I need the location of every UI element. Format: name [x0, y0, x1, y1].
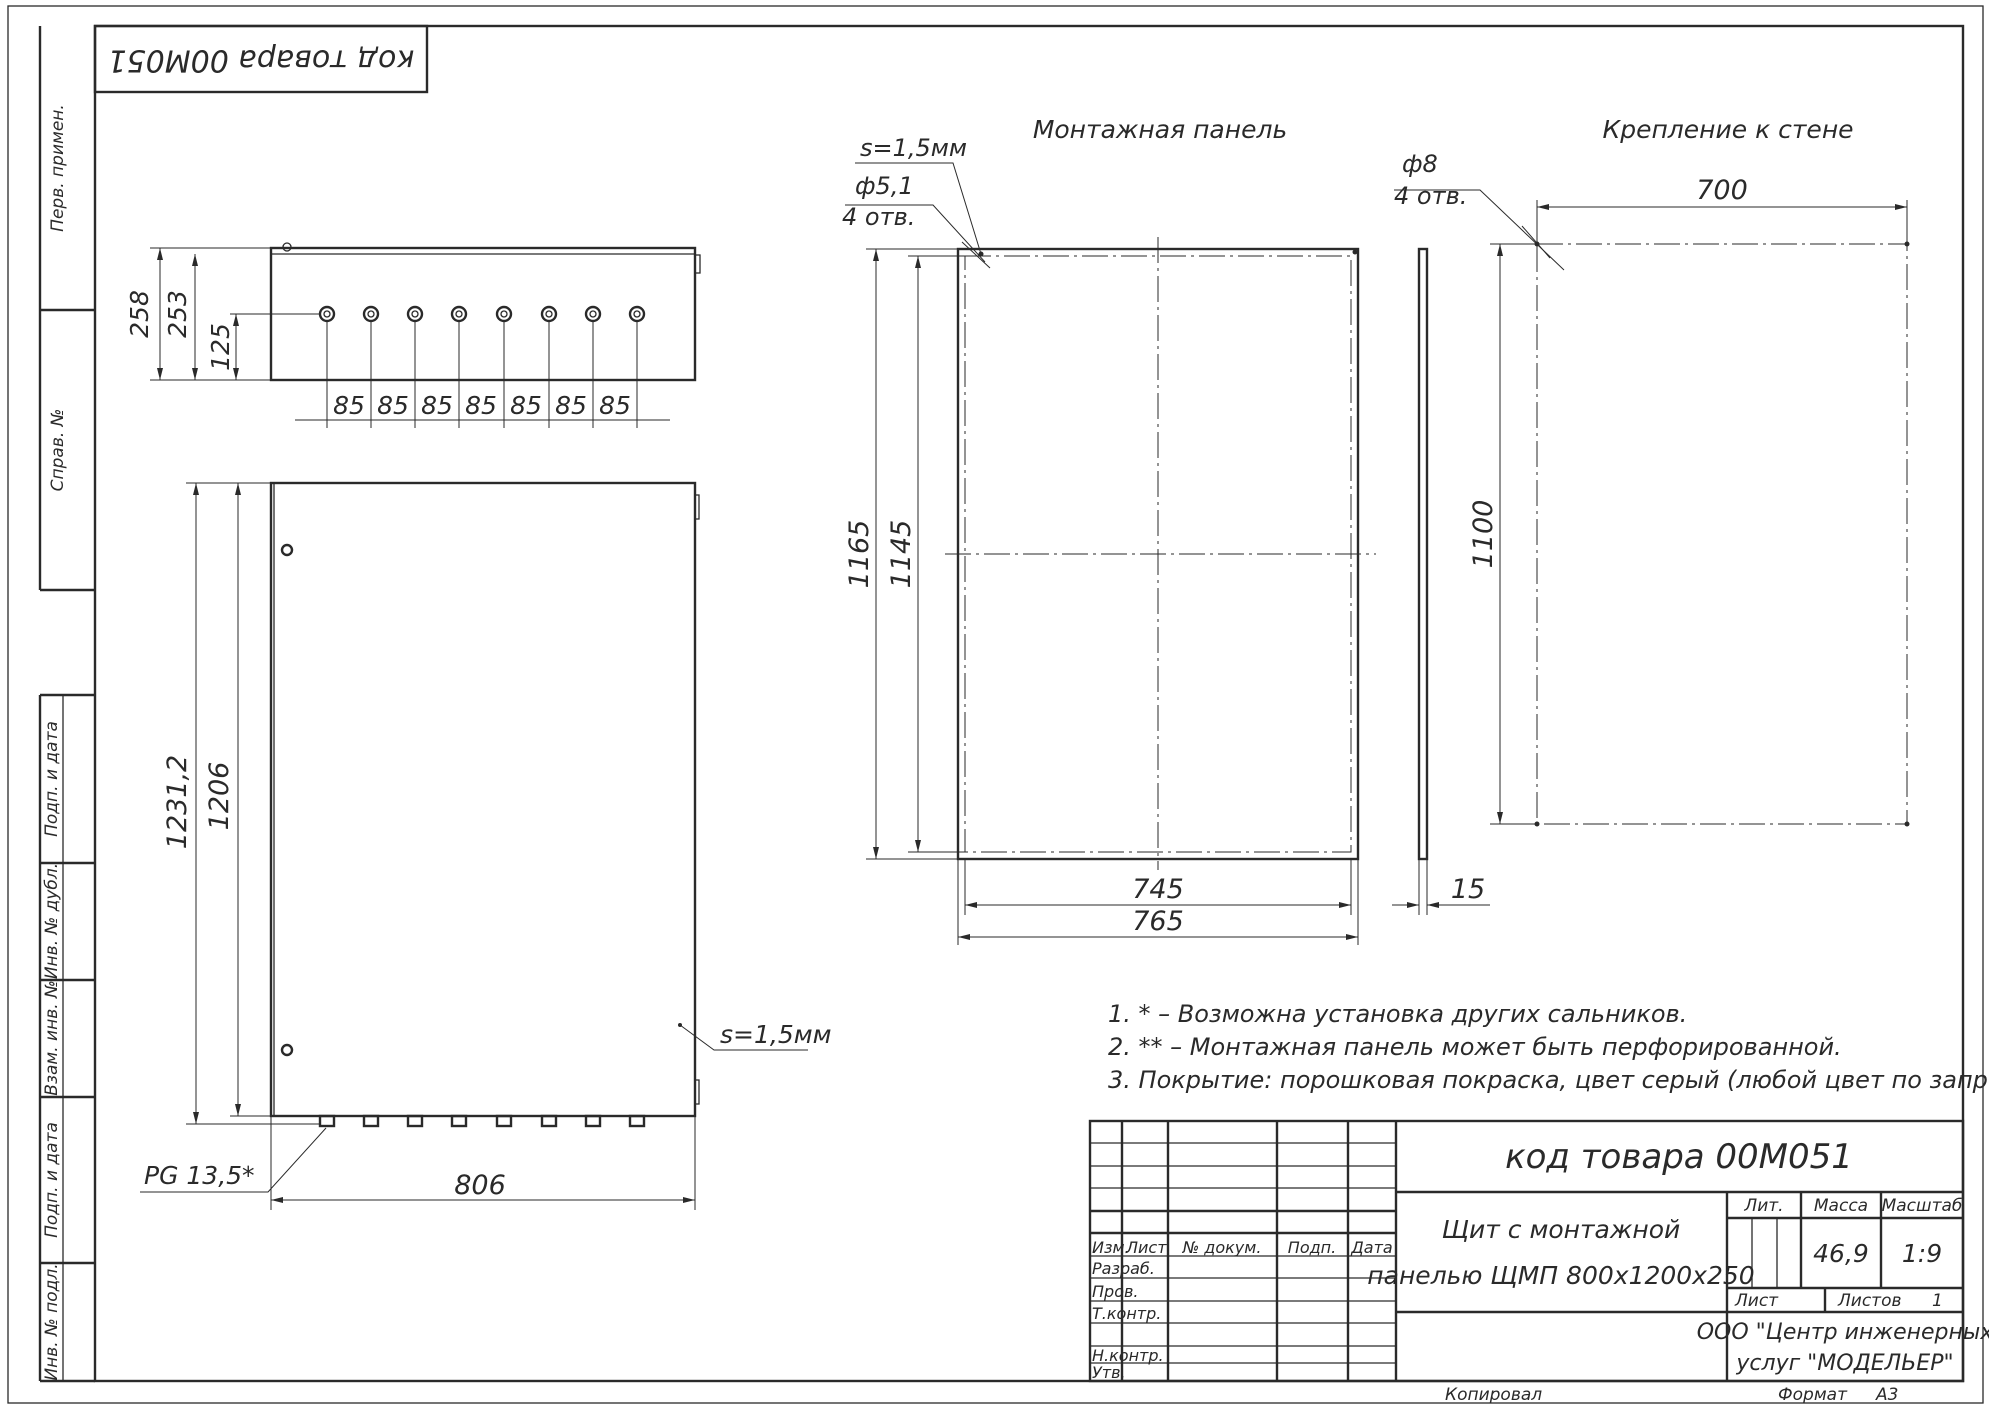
dim-765: 765: [1132, 906, 1184, 937]
dim-125: 125: [206, 323, 235, 371]
mass-label: Масса: [1814, 1196, 1868, 1216]
scale-label: Масштаб: [1882, 1196, 1963, 1216]
sheet-label: Лист: [1734, 1291, 1779, 1311]
wall-mount-outline: [1536, 243, 1908, 825]
dim-253: 253: [163, 290, 192, 338]
row-utv: Утв.: [1092, 1363, 1126, 1382]
side-label-podp-data-2: Подп. и дата: [42, 1122, 62, 1238]
side-label-sprav-no: Справ. №: [48, 409, 68, 492]
note-2: 2. ** – Монтажная панель может быть перф…: [1108, 1033, 1842, 1061]
dim-15: 15: [1451, 874, 1485, 905]
footer-format-value: А3: [1875, 1385, 1898, 1405]
note-1: 1. * – Возможна установка других сальник…: [1108, 1000, 1687, 1028]
panel-thickness-label: s=1,5мм: [860, 134, 967, 162]
dim-1145: 1145: [886, 520, 917, 589]
side-label-podp-data-1: Подп. и дата: [42, 721, 62, 837]
scale-value: 1:9: [1902, 1239, 1942, 1268]
panel-hole-count: 4 отв.: [842, 203, 915, 231]
mount-panel-view: Монтажная панель s=1,5мм ф5,1 4 отв. 116…: [842, 115, 1490, 945]
title-code: код товара 00М051: [1505, 1137, 1853, 1177]
sheets-value: 1: [1932, 1291, 1943, 1311]
dim-700: 700: [1696, 175, 1748, 206]
pitch-dim-4: 85: [465, 391, 497, 420]
side-label-inv-podl: Инв. № подл.: [42, 1263, 62, 1380]
dim-1165: 1165: [844, 520, 875, 589]
lit-label: Лит.: [1743, 1196, 1783, 1216]
top-view: 258 253 125 85 85 85 85 85 85 85: [125, 242, 701, 428]
sheets-label: Листов: [1837, 1291, 1902, 1311]
panel-hole-dia: ф5,1: [855, 172, 914, 200]
wall-mount-title: Крепление к стене: [1602, 115, 1853, 144]
header-code-box: [93, 24, 429, 94]
front-view-body: [269, 481, 697, 1118]
pg-label: PG 13,5*: [144, 1161, 255, 1190]
top-view-glands: [318, 305, 646, 323]
dim-1231: 1231,2: [162, 755, 193, 849]
title-name-line1: Щит с монтажной: [1442, 1215, 1681, 1244]
dim-745: 745: [1132, 874, 1184, 905]
front-view-glands: [318, 1114, 646, 1128]
front-view: 1231,2 1206 806 PG 13,5* s=1,5мм: [140, 481, 831, 1210]
header-code: код товара 00М051: [108, 43, 415, 78]
side-strip: Перв. примен. Справ. № Подп. и дата Инв.…: [38, 26, 95, 1383]
mount-panel-edge: [1417, 247, 1429, 861]
pitch-dim-3: 85: [421, 391, 453, 420]
pitch-dim-1: 85: [333, 391, 365, 420]
note-3: 3. Покрытие: порошковая покраска, цвет с…: [1108, 1066, 1989, 1094]
side-label-inv-dubl: Инв. № дубл.: [42, 863, 62, 979]
title-name-line2: панелью ЩМП 800х1200х250: [1367, 1261, 1754, 1290]
dim-258: 258: [125, 290, 154, 338]
org-line2: услуг "МОДЕЛЬЕР": [1735, 1351, 1953, 1376]
wall-hole-count: 4 отв.: [1394, 182, 1467, 210]
title-block: код товара 00М051 Щит с монтажной панель…: [1088, 1119, 1989, 1383]
row-nkontr: Н.контр.: [1092, 1346, 1164, 1365]
notes: 1. * – Возможна установка других сальник…: [1108, 1000, 1989, 1094]
dim-1100: 1100: [1468, 500, 1499, 569]
col-doc: № докум.: [1182, 1238, 1262, 1257]
col-data: Дата: [1350, 1238, 1392, 1257]
sheet-inner-frame: [93, 24, 1965, 1383]
side-label-vzam-inv: Взам. инв. №: [42, 980, 62, 1095]
front-thickness-label: s=1,5мм: [720, 1020, 831, 1049]
mount-panel-title: Монтажная панель: [1033, 115, 1287, 144]
side-label-perv-primen: Перв. примен.: [48, 104, 68, 232]
footer-format-label: Формат: [1778, 1385, 1848, 1405]
col-podp: Подп.: [1288, 1238, 1336, 1257]
row-razrab: Разраб.: [1092, 1259, 1155, 1278]
row-tkontr: Т.контр.: [1092, 1304, 1161, 1323]
mass-value: 46,9: [1813, 1239, 1869, 1268]
wall-hole-dia: ф8: [1402, 150, 1438, 178]
dim-806: 806: [454, 1170, 506, 1201]
footer-copied: Копировал: [1445, 1385, 1542, 1405]
col-list: Лист: [1125, 1238, 1167, 1257]
sheet-outer-border: [7, 5, 1984, 1404]
pitch-dim-2: 85: [377, 391, 409, 420]
pitch-dim-6: 85: [555, 391, 587, 420]
wall-mount-view: Крепление к стене ф8 4 отв. 700 1100: [1394, 115, 1910, 827]
dim-1206: 1206: [204, 762, 235, 831]
org-line1: ООО "Центр инженерных: [1697, 1320, 1989, 1345]
col-izm: Изм.: [1092, 1238, 1130, 1257]
pitch-dim-5: 85: [510, 391, 542, 420]
pitch-dim-7: 85: [599, 391, 631, 420]
row-prov: Пров.: [1092, 1282, 1139, 1301]
